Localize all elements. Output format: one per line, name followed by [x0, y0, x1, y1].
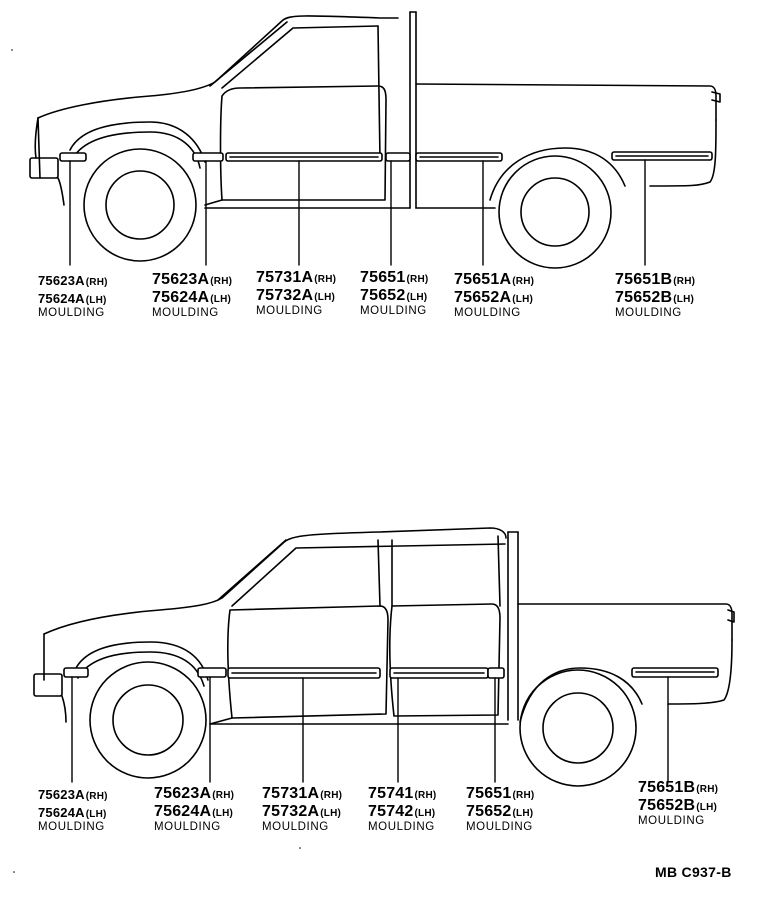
- callout-label: 75651A(RH) 75652A(LH) MOULDING: [454, 272, 534, 320]
- callout-label: 75651B(RH) 75652B(LH) MOULDING: [615, 272, 695, 320]
- side-tag: (LH): [414, 808, 436, 819]
- part-number: 75652B: [615, 289, 673, 306]
- part-number-lh: 75652(LH): [360, 288, 428, 304]
- part-number-rh: 75731A(RH): [262, 786, 342, 802]
- side-tag: (RH): [212, 790, 235, 801]
- callout-label: 75731A(RH) 75732A(LH) MOULDING: [256, 270, 336, 318]
- part-name: MOULDING: [154, 821, 221, 833]
- callout-label: 75731A(RH) 75732A(LH) MOULDING: [262, 786, 342, 834]
- part-number-rh: 75741(RH): [368, 786, 436, 802]
- side-tag: (LH): [320, 808, 342, 819]
- part-number-rh: 75623A(RH): [38, 788, 108, 802]
- side-tag: (RH): [210, 276, 233, 287]
- side-tag: (LH): [210, 294, 232, 305]
- side-tag: (RH): [85, 277, 108, 288]
- part-number-rh: 75651(RH): [360, 270, 428, 286]
- part-name: MOULDING: [368, 821, 435, 833]
- part-number: 75624A: [38, 805, 85, 820]
- part-number: 75623A: [152, 271, 210, 288]
- callout-label: 75651B(RH) 75652B(LH) MOULDING: [638, 780, 718, 828]
- part-number-lh: 75652A(LH): [454, 290, 534, 306]
- callout-label: 75623A(RH) 75624A(LH) MOULDING: [38, 788, 108, 834]
- part-name: MOULDING: [454, 307, 521, 319]
- part-name: MOULDING: [152, 307, 219, 319]
- part-number: 75623A: [38, 787, 85, 802]
- part-number: 75623A: [38, 273, 85, 288]
- regular-cab-truck-drawing: [11, 11, 721, 269]
- side-tag: (LH): [85, 809, 107, 820]
- part-number-rh: 75623A(RH): [152, 272, 232, 288]
- part-number: 75624A: [152, 289, 210, 306]
- part-number-lh: 75624A(LH): [38, 292, 108, 306]
- part-number: 75623A: [154, 785, 212, 802]
- part-number: 75651B: [638, 779, 696, 796]
- diagram-code: MB C937-B: [655, 864, 732, 880]
- part-number-rh: 75731A(RH): [256, 270, 336, 286]
- part-number: 75651A: [454, 271, 512, 288]
- part-number-lh: 75624A(LH): [38, 806, 108, 820]
- part-number-lh: 75732A(LH): [262, 804, 342, 820]
- part-number-rh: 75623A(RH): [38, 274, 108, 288]
- part-name: MOULDING: [638, 815, 705, 827]
- callout-label: 75741(RH) 75742(LH) MOULDING: [368, 786, 436, 834]
- side-tag: (RH): [406, 274, 429, 285]
- callout-label: 75651(RH) 75652(LH) MOULDING: [360, 270, 428, 318]
- part-number-lh: 75624A(LH): [152, 290, 232, 306]
- part-number: 75732A: [262, 803, 320, 820]
- part-number: 75731A: [262, 785, 320, 802]
- callout-label: 75651(RH) 75652(LH) MOULDING: [466, 786, 534, 834]
- part-number-rh: 75651A(RH): [454, 272, 534, 288]
- part-number: 75652: [360, 287, 406, 304]
- side-tag: (LH): [212, 808, 234, 819]
- part-number-rh: 75623A(RH): [154, 786, 234, 802]
- part-number: 75624A: [154, 803, 212, 820]
- side-tag: (RH): [85, 791, 108, 802]
- part-number: 75652: [466, 803, 512, 820]
- part-number-rh: 75651B(RH): [615, 272, 695, 288]
- side-tag: (RH): [320, 790, 343, 801]
- part-name: MOULDING: [38, 307, 105, 319]
- callout-label: 75623A(RH) 75624A(LH) MOULDING: [154, 786, 234, 834]
- side-tag: (LH): [512, 808, 534, 819]
- part-number: 75732A: [256, 287, 314, 304]
- side-tag: (RH): [696, 784, 719, 795]
- callout-label: 75623A(RH) 75624A(LH) MOULDING: [152, 272, 232, 320]
- side-tag: (RH): [673, 276, 696, 287]
- part-name: MOULDING: [360, 305, 427, 317]
- side-tag: (RH): [314, 274, 337, 285]
- side-tag: (LH): [85, 295, 107, 306]
- part-number-lh: 75652(LH): [466, 804, 534, 820]
- side-tag: (RH): [512, 276, 535, 287]
- part-number: 75742: [368, 803, 414, 820]
- side-tag: (LH): [406, 292, 428, 303]
- part-number-lh: 75624A(LH): [154, 804, 234, 820]
- side-tag: (LH): [314, 292, 336, 303]
- part-number: 75651B: [615, 271, 673, 288]
- callout-label: 75623A(RH) 75624A(LH) MOULDING: [38, 274, 108, 320]
- part-number: 75624A: [38, 291, 85, 306]
- side-tag: (LH): [512, 294, 534, 305]
- side-tag: (LH): [696, 802, 718, 813]
- part-number: 75651: [466, 785, 512, 802]
- side-tag: (RH): [512, 790, 535, 801]
- part-number-lh: 75652B(LH): [638, 798, 718, 814]
- part-number: 75731A: [256, 269, 314, 286]
- part-number: 75652B: [638, 797, 696, 814]
- side-tag: (RH): [414, 790, 437, 801]
- part-number-lh: 75742(LH): [368, 804, 436, 820]
- part-number: 75651: [360, 269, 406, 286]
- double-cab-truck-drawing: [13, 527, 735, 873]
- side-tag: (LH): [673, 294, 695, 305]
- part-number: 75652A: [454, 289, 512, 306]
- part-number-rh: 75651(RH): [466, 786, 534, 802]
- part-number-rh: 75651B(RH): [638, 780, 718, 796]
- part-name: MOULDING: [262, 821, 329, 833]
- part-name: MOULDING: [615, 307, 682, 319]
- part-number: 75741: [368, 785, 414, 802]
- part-number-lh: 75652B(LH): [615, 290, 695, 306]
- part-name: MOULDING: [466, 821, 533, 833]
- part-name: MOULDING: [256, 305, 323, 317]
- part-name: MOULDING: [38, 821, 105, 833]
- part-number-lh: 75732A(LH): [256, 288, 336, 304]
